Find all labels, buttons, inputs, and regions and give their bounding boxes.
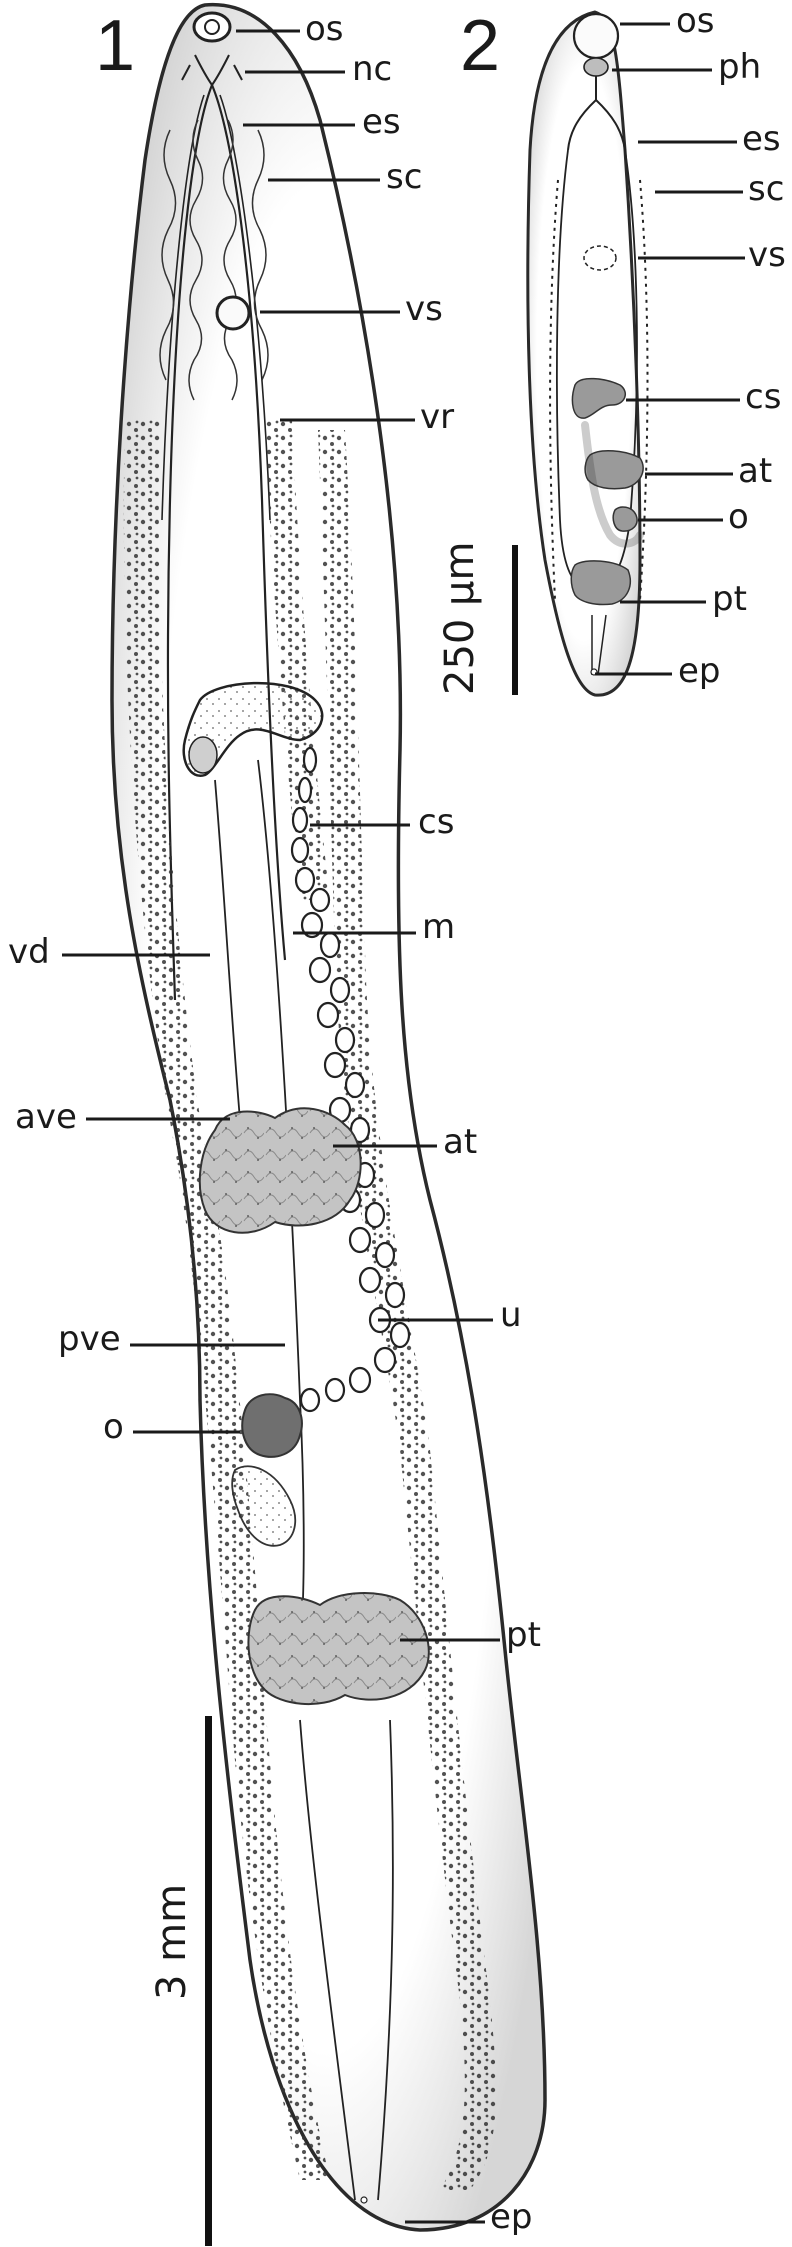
label-seminal-canal-1: sc <box>386 157 423 197</box>
label-pharynx-2: ph <box>718 47 762 87</box>
label-oral-sucker-2: os <box>676 1 715 41</box>
scale-bar-1 <box>205 1716 212 2246</box>
label-ovary-1: o <box>103 1407 124 1447</box>
scale-label-1: 3 mm <box>149 1883 195 2000</box>
label-ventral-sucker-2: vs <box>748 235 786 275</box>
label-cirrus-sac-2: cs <box>745 377 782 417</box>
scale-label-2: 250 µm <box>437 541 483 695</box>
specimen-2-drawing <box>526 10 649 697</box>
label-esophagus-1: es <box>362 102 401 142</box>
label-cirrus-sac-1: cs <box>418 802 455 842</box>
label-excretory-pore-2: ep <box>678 651 721 691</box>
label-uterus-1: u <box>500 1295 522 1335</box>
label-leader-lines <box>62 22 745 2224</box>
panel-number-1: 1 <box>95 6 136 86</box>
panel-number-2: 2 <box>460 6 501 86</box>
label-vitelline-reservoir-1: vr <box>420 397 455 437</box>
label-anterior-vas-efferens-1: ave <box>15 1097 77 1137</box>
scale-bars <box>205 545 518 2246</box>
scale-bar-2 <box>512 545 518 695</box>
label-excretory-pore-1: ep <box>490 2197 533 2237</box>
label-anterior-testis-1: at <box>443 1122 478 1162</box>
label-anterior-testis-2: at <box>738 451 773 491</box>
label-ovary-2: o <box>728 497 749 537</box>
label-esophagus-2: es <box>742 119 781 159</box>
label-vas-deferens-1: vd <box>8 932 50 972</box>
label-oral-sucker-1: os <box>305 9 344 49</box>
label-ventral-sucker-1: vs <box>405 289 443 329</box>
label-metraterm-1: m <box>422 907 456 947</box>
label-seminal-canal-2: sc <box>748 169 785 209</box>
label-nerve-commissure-1: nc <box>352 49 393 89</box>
label-posterior-vas-efferens-1: pve <box>58 1319 121 1359</box>
label-posterior-testis-2: pt <box>712 579 747 619</box>
specimen-1-drawing <box>110 3 547 2232</box>
label-posterior-testis-1: pt <box>506 1615 541 1655</box>
